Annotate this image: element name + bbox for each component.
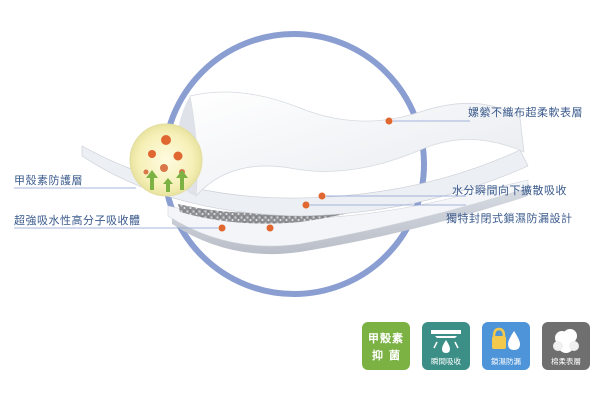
lock-icon (492, 327, 520, 350)
top-sheet (189, 91, 525, 198)
label-seal: 獨特封閉式鎖濕防漏設計 (446, 212, 573, 225)
spore-icon (143, 135, 185, 175)
badge-chitin: 甲殼素 抑菌 (362, 322, 410, 370)
badge-cotton-label: 棉柔表層 (551, 357, 581, 366)
feature-badges: 甲殼素 抑菌 瞬間吸收 鎖濕防漏 棉柔表層 (362, 322, 592, 374)
badge-cotton: 棉柔表層 (542, 322, 590, 370)
leader-lines (14, 120, 470, 229)
badge-instant: 瞬間吸收 (422, 322, 470, 370)
marker-seal (302, 201, 310, 209)
label-diffusion: 水分瞬間向下擴散吸收 (452, 184, 567, 197)
marker-top-layer (385, 117, 393, 125)
droplet-icon (431, 330, 461, 353)
badge-chitin-line2: 抑菌 (372, 349, 406, 362)
marker-absorbent (218, 224, 226, 232)
label-absorbent: 超強吸水性高分子吸收體 (14, 214, 141, 227)
badge-lock: 鎖濕防漏 (482, 322, 530, 370)
badge-chitin-line1: 甲殼素 (368, 332, 404, 345)
arrow-up-icon (146, 170, 188, 192)
markers (218, 117, 393, 232)
marker-diffusion (318, 192, 326, 200)
middle-sheet (81, 145, 529, 217)
label-chitin-layer: 甲殼素防護層 (14, 174, 83, 187)
cotton-icon (553, 329, 579, 353)
badge-lock-label: 鎖濕防漏 (491, 357, 521, 366)
absorbent-core (178, 186, 416, 224)
badge-instant-label: 瞬間吸收 (431, 357, 461, 366)
label-top-layer: 嫘縈不織布超柔軟表層 (468, 106, 583, 119)
marker-bottom (266, 224, 274, 232)
